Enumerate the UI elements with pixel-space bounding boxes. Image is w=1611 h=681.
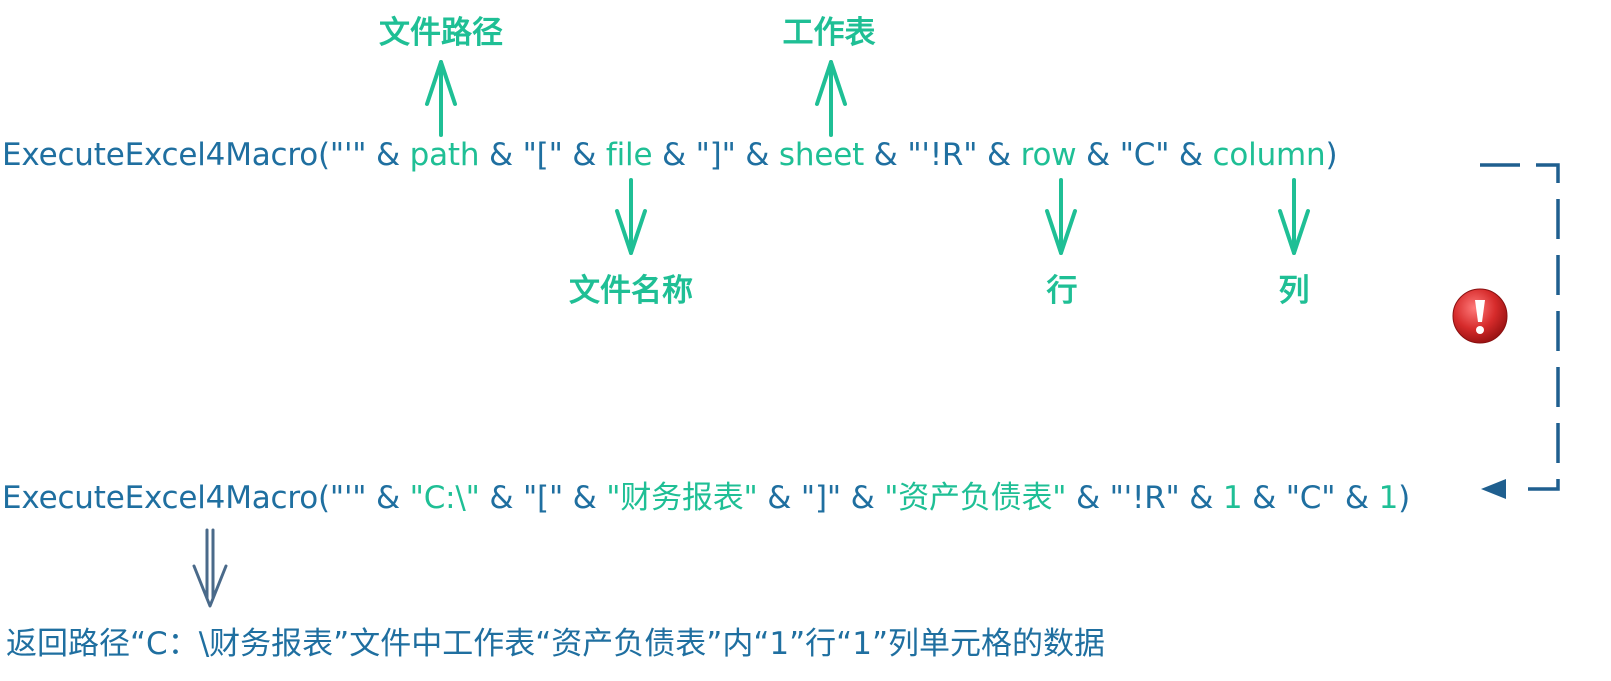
param-row: row — [1020, 137, 1077, 173]
value-path: "C:\" — [409, 480, 480, 516]
value-sheet: "资产负债表" — [884, 480, 1067, 516]
formula-sep: & "'!R" & — [864, 137, 1021, 173]
param-column: column — [1212, 137, 1326, 173]
arrow-up-sheet-icon — [815, 60, 847, 137]
formula-prefix: ExecuteExcel4Macro("'" & — [2, 137, 410, 173]
formula-sep: & "'!R" & — [1066, 480, 1223, 516]
value-row: 1 — [1222, 480, 1243, 516]
formula-sep: & "C" & — [1242, 480, 1379, 516]
formula-template: ExecuteExcel4Macro("'" & path & "[" & fi… — [2, 137, 1338, 173]
formula-close: ) — [1398, 480, 1411, 516]
label-file: 文件名称 — [569, 273, 693, 309]
formula-sep: & "]" & — [652, 137, 779, 173]
formula-sep: & "]" & — [757, 480, 885, 516]
warning-icon — [1452, 288, 1508, 344]
value-column: 1 — [1378, 480, 1399, 516]
formula-prefix: ExecuteExcel4Macro("'" & — [2, 480, 410, 516]
value-file: "财务报表" — [606, 480, 758, 516]
label-path: 文件路径 — [379, 15, 503, 51]
arrow-down-file-icon — [615, 178, 647, 255]
label-column: 列 — [1278, 273, 1310, 309]
formula-example: ExecuteExcel4Macro("'" & "C:\" & "[" & "… — [2, 472, 1410, 517]
arrow-down-column-icon — [1278, 178, 1310, 255]
formula-sep: & "[" & — [479, 480, 607, 516]
arrow-down-row-icon — [1045, 178, 1077, 255]
param-sheet: sheet — [778, 137, 865, 173]
formula-close: ) — [1325, 137, 1338, 173]
arrow-down-result-icon — [192, 528, 228, 608]
arrow-up-path-icon — [425, 60, 457, 137]
arrow-left-icon — [1481, 479, 1506, 499]
dashed-connector — [1480, 163, 1560, 499]
formula-sep: & "[" & — [479, 137, 606, 173]
formula-sep: & "C" & — [1076, 137, 1213, 173]
label-row: 行 — [1046, 273, 1078, 309]
result-description: 返回路径“C：\财务报表”文件中工作表“资产负债表”内“1”行“1”列单元格的数… — [6, 626, 1106, 662]
param-file: file — [605, 137, 653, 173]
param-path: path — [409, 137, 480, 173]
label-sheet: 工作表 — [782, 15, 876, 51]
